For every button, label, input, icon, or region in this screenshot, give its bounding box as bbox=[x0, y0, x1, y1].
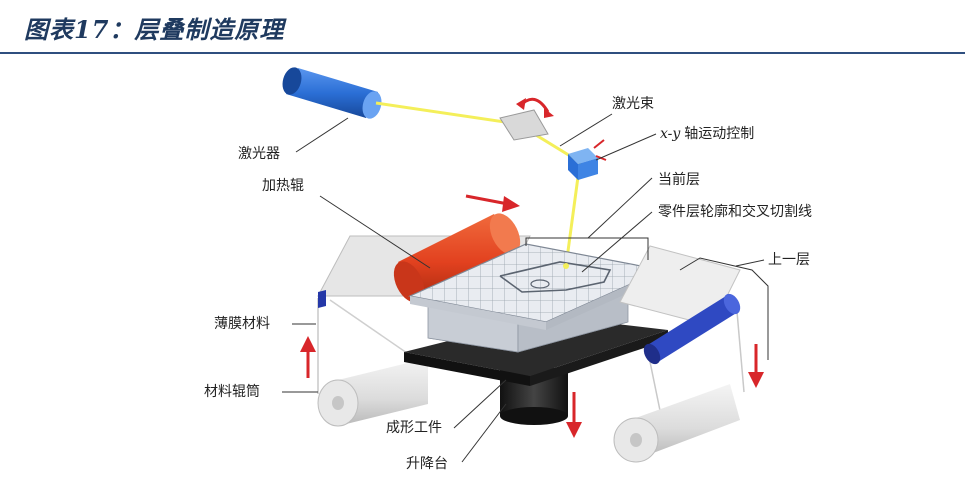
laser-spot bbox=[563, 263, 569, 269]
label-laser: 激光器 bbox=[238, 145, 280, 162]
label-contour-lines: 零件层轮廓和交叉切割线 bbox=[658, 203, 812, 220]
label-xy-control-text: 轴运动控制 bbox=[684, 126, 754, 142]
label-film-material: 薄膜材料 bbox=[214, 316, 270, 332]
film-takeup-arrow-down bbox=[748, 344, 764, 388]
mirror bbox=[500, 110, 548, 140]
film-feed-arrow-up bbox=[300, 336, 316, 378]
material-roll-left bbox=[318, 358, 428, 426]
label-current-layer: 当前层 bbox=[658, 171, 700, 188]
label-previous-layer: 上一层 bbox=[768, 252, 810, 268]
label-xy-control-var: x-y bbox=[660, 126, 681, 142]
label-heated-roller: 加热辊 bbox=[262, 178, 304, 194]
label-lift-platform: 升降台 bbox=[406, 456, 448, 472]
roller-direction-arrow bbox=[466, 196, 520, 212]
material-roll-right bbox=[614, 384, 740, 462]
figure-header: 图表17：层叠制造原理 bbox=[0, 0, 965, 54]
figure-title: 图表17：层叠制造原理 bbox=[24, 10, 284, 45]
platform-down-arrow bbox=[566, 392, 582, 438]
label-laser-beam: 激光束 bbox=[612, 95, 654, 112]
label-material-roll: 材料辊筒 bbox=[204, 383, 260, 400]
label-formed-part: 成形工件 bbox=[386, 420, 442, 436]
laser-unit bbox=[279, 65, 384, 121]
xy-scanner-head bbox=[568, 140, 606, 180]
